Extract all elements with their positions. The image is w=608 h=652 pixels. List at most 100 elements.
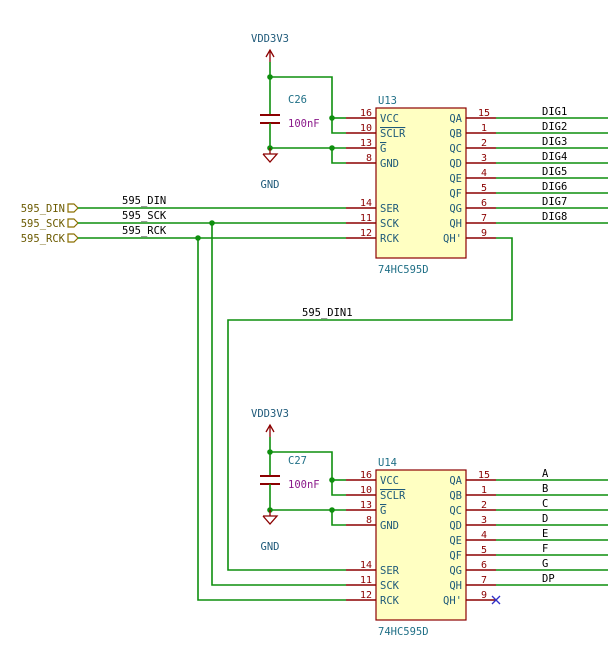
pin-name: QA — [449, 475, 462, 487]
pin-number: 8 — [366, 515, 372, 526]
capacitor-reference: C27 — [288, 455, 307, 467]
vcc-wire — [269, 437, 346, 496]
pin-number: 16 — [360, 108, 372, 119]
wire-junction — [329, 145, 335, 151]
pin-name: GND — [380, 520, 399, 532]
pin-name: VCC — [380, 475, 399, 487]
pin-name: RCK — [380, 233, 400, 245]
gnd-wire — [331, 148, 346, 164]
pin-name: QB — [449, 490, 462, 502]
pin-number: 6 — [481, 560, 487, 571]
pin-name: SCK — [380, 218, 400, 230]
pin-name: QE — [449, 535, 462, 547]
global-label: 595_DIN — [21, 203, 65, 215]
output-net-label: DIG4 — [542, 151, 567, 163]
pin-name: SER — [380, 203, 400, 215]
pin-name: SCLR — [380, 490, 406, 502]
pin-number: 10 — [360, 123, 372, 134]
output-net-label: DIG6 — [542, 181, 567, 193]
output-net-label: DIG8 — [542, 211, 567, 223]
output-net-label: DP — [542, 573, 555, 585]
wire-junction — [329, 477, 335, 483]
pin-name: QE — [449, 173, 462, 185]
pin-name: QH — [449, 218, 462, 230]
net-label: 595_SCK — [122, 210, 167, 222]
pin-name: RCK — [380, 595, 400, 607]
wire-junction — [329, 507, 335, 513]
pin-number: 12 — [360, 228, 372, 239]
pin-name: SER — [380, 565, 400, 577]
ic-value: 74HC595D — [378, 264, 429, 276]
pin-name: QF — [449, 188, 462, 200]
pin-name: QD — [449, 520, 462, 532]
sck-drop-wire — [211, 223, 346, 586]
pin-number: 11 — [360, 575, 372, 586]
pin-name: G — [380, 143, 386, 155]
pin-number: 10 — [360, 485, 372, 496]
pin-number: 16 — [360, 470, 372, 481]
pin-name: QG — [449, 203, 462, 215]
pin-number: 15 — [478, 108, 490, 119]
pin-name: QH — [449, 580, 462, 592]
gnd-label: GND — [261, 179, 280, 191]
pin-name: QD — [449, 158, 462, 170]
ic-body[interactable] — [375, 107, 467, 259]
ic-body[interactable] — [375, 469, 467, 621]
pin-name: QB — [449, 128, 462, 140]
pin-number: 3 — [481, 153, 487, 164]
pin-name: QC — [449, 143, 462, 155]
pin-number: 5 — [481, 183, 487, 194]
pin-number: 4 — [481, 530, 487, 541]
pin-name: SCLR — [380, 128, 406, 140]
rck-drop-wire — [197, 238, 346, 601]
gnd-symbol-icon — [262, 515, 279, 525]
output-net-label: G — [542, 558, 548, 570]
vdd-label: VDD3V3 — [251, 33, 289, 45]
pin-number: 14 — [360, 560, 372, 571]
gnd-symbol-icon — [262, 153, 279, 163]
output-net-label: DIG2 — [542, 121, 567, 133]
pin-name: VCC — [380, 113, 399, 125]
pin-name: QG — [449, 565, 462, 577]
output-net-label: A — [542, 468, 549, 480]
pin-name: QH' — [443, 233, 462, 245]
capacitor-value: 100nF — [288, 479, 320, 491]
global-label: 595_SCK — [21, 218, 66, 230]
pin-number: 13 — [360, 138, 372, 149]
gnd-wire — [331, 510, 346, 526]
capacitor-value: 100nF — [288, 118, 320, 130]
pin-number: 2 — [481, 138, 487, 149]
pin-number: 8 — [366, 153, 372, 164]
pin-number: 2 — [481, 500, 487, 511]
global-label-shape — [67, 203, 79, 213]
ic-reference: U14 — [378, 457, 397, 469]
output-net-label: DIG1 — [542, 106, 567, 118]
global-label: 595_RCK — [21, 233, 66, 245]
output-net-label: DIG7 — [542, 196, 567, 208]
gnd-label: GND — [261, 541, 280, 553]
global-label-shape — [67, 233, 79, 243]
pin-number: 6 — [481, 198, 487, 209]
pin-number: 1 — [481, 485, 487, 496]
wire-junction — [329, 115, 335, 121]
net-label: 595_DIN1 — [302, 307, 353, 319]
pin-number: 4 — [481, 168, 487, 179]
output-net-label: DIG5 — [542, 166, 567, 178]
output-net-label: D — [542, 513, 548, 525]
pin-name: GND — [380, 158, 399, 170]
pin-number: 5 — [481, 545, 487, 556]
pin-number: 14 — [360, 198, 372, 209]
ic-value: 74HC595D — [378, 626, 429, 638]
pin-name: QF — [449, 550, 462, 562]
output-net-label: C — [542, 498, 548, 510]
output-net-label: E — [542, 528, 548, 540]
output-net-label: F — [542, 543, 548, 555]
pin-name: G — [380, 505, 386, 517]
din1-wire — [227, 237, 513, 571]
vdd-label: VDD3V3 — [251, 408, 289, 420]
output-net-label: B — [542, 483, 548, 495]
pin-name: QC — [449, 505, 462, 517]
pin-number: 7 — [481, 213, 487, 224]
net-label: 595_DIN — [122, 195, 166, 207]
